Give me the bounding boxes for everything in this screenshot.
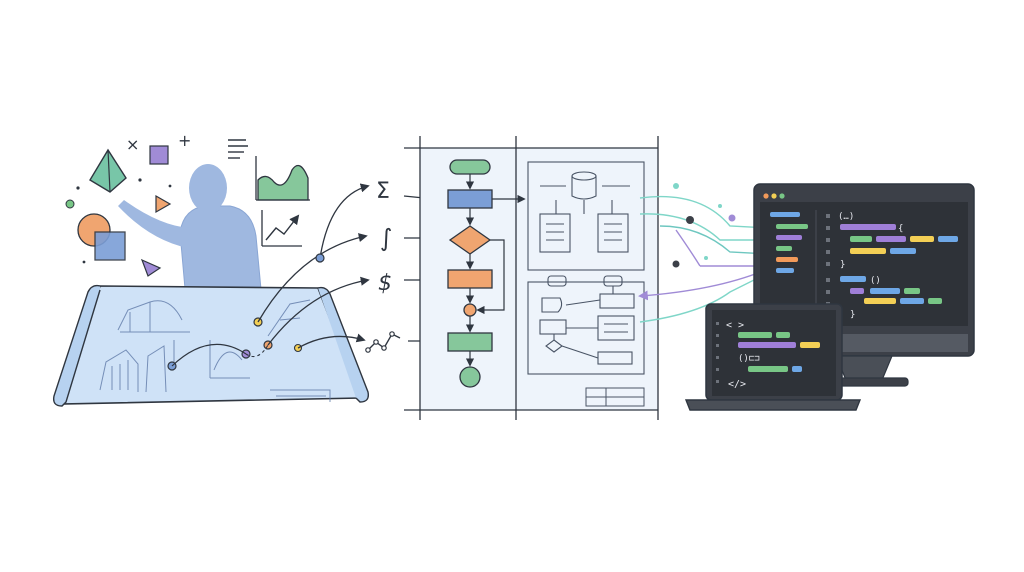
flowchart-sheet [404, 136, 659, 420]
purple-square-shape [149, 145, 169, 165]
trend-line-icon [261, 210, 302, 247]
process-node-3 [447, 332, 493, 352]
code-brace-close: } [850, 310, 855, 320]
sum-symbol: Σ [376, 179, 390, 204]
math-symbols: Σ ∫ $ [365, 179, 446, 353]
code-parens: () [870, 276, 881, 286]
process-node-1 [447, 189, 493, 209]
laptop: < > ()⊏⊐ </> [684, 303, 862, 411]
laptop-code-brackets: ()⊏⊐ [738, 354, 760, 364]
orange-triangle-shape [155, 194, 172, 214]
end-node [459, 366, 481, 388]
database-schema-diagram [527, 161, 645, 271]
integral-symbol: ∫ [380, 224, 393, 252]
blueprint-sheet [52, 284, 370, 407]
times-symbol: × [126, 135, 139, 154]
text-lines-icon [228, 139, 248, 159]
symbol-connectors [257, 183, 370, 349]
process-node-2 [447, 269, 493, 289]
plus-symbol: + [178, 131, 191, 150]
area-chart-icon [255, 156, 310, 201]
code-brace-mid: } [840, 260, 845, 270]
floating-shapes: × + [65, 131, 310, 277]
start-node [449, 159, 491, 175]
purple-arrow-shape [140, 258, 162, 277]
code-brace-open: { [898, 224, 903, 234]
laptop-code-close-tag: </> [728, 379, 746, 390]
wave-symbol [365, 331, 401, 353]
blue-square-shape [94, 231, 126, 261]
struck-s-symbol: $ [378, 271, 392, 296]
merge-node [463, 303, 477, 317]
class-diagram [527, 275, 645, 375]
laptop-code-tag: < > [726, 320, 744, 331]
code-paren-line: (…) [838, 212, 854, 222]
